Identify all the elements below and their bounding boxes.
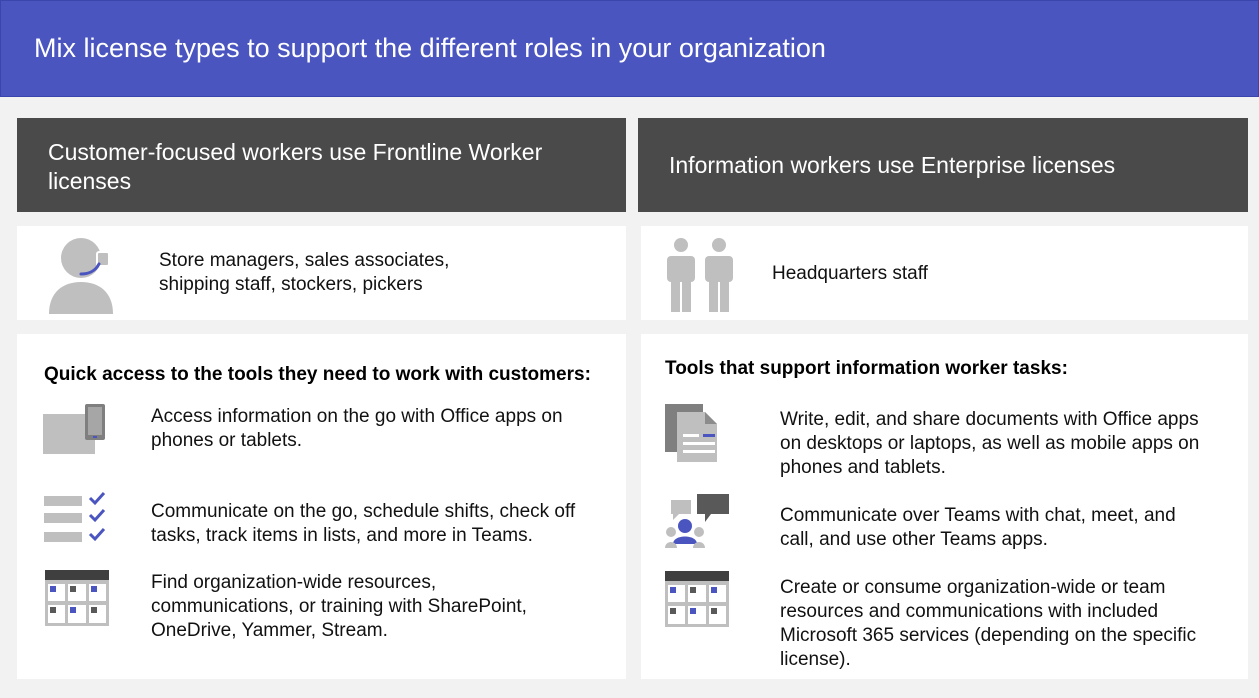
calendar-grid-icon: [665, 571, 729, 627]
calendar-grid-icon: [45, 570, 109, 626]
frontline-item-text: Access information on the go with Office…: [151, 406, 563, 451]
frontline-tools-panel: Quick access to the tools they need to w…: [17, 334, 626, 679]
page-title: Mix license types to support the differe…: [34, 33, 826, 63]
enterprise-tools-heading: Tools that support information worker ta…: [665, 358, 1068, 379]
two-people-icon: [667, 238, 733, 312]
chat-people-icon: [665, 494, 729, 548]
title-banner: Mix license types to support the differe…: [0, 0, 1259, 97]
enterprise-item-text: Create or consume organization-wide or t…: [780, 577, 1197, 670]
devices-icon: [43, 404, 105, 454]
enterprise-item-text: Communicate over Teams with chat, meet, …: [780, 505, 1176, 550]
headset-person-icon: [49, 238, 113, 314]
frontline-item-text: Communicate on the go, schedule shifts, …: [151, 501, 576, 546]
checklist-icon: [44, 491, 106, 542]
enterprise-role-text: Headquarters staff: [772, 263, 928, 284]
enterprise-column-header: Information workers use Enterprise licen…: [638, 118, 1248, 212]
frontline-role-text: Store managers, sales associates, shippi…: [159, 250, 450, 295]
frontline-item-text: Find organization-wide resources, commun…: [151, 572, 527, 641]
enterprise-tools-panel: Tools that support information worker ta…: [641, 334, 1248, 679]
enterprise-role-panel: Headquarters staff: [641, 226, 1248, 320]
documents-icon: [665, 404, 717, 462]
frontline-role-panel: Store managers, sales associates, shippi…: [17, 226, 626, 320]
enterprise-item-text: Write, edit, and share documents with Of…: [780, 409, 1200, 478]
frontline-column-header: Customer-focused workers use Frontline W…: [17, 118, 626, 212]
frontline-tools-heading: Quick access to the tools they need to w…: [44, 364, 591, 385]
